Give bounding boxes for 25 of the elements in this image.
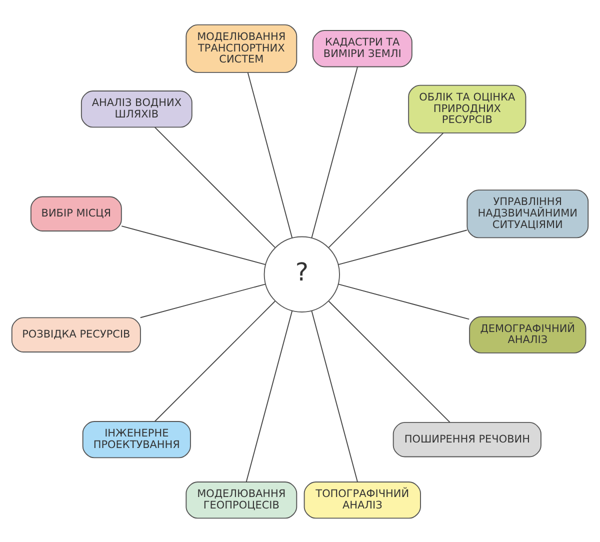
connector xyxy=(328,300,450,422)
connector xyxy=(140,283,266,318)
node-box: ТОПОГРАФІЧНИЙ АНАЛІЗ xyxy=(304,481,421,518)
connector xyxy=(338,283,470,320)
connector xyxy=(311,310,358,482)
node-box: ІНЖЕНЕРНЕ ПРОЕКТУВАННЯ xyxy=(82,420,191,458)
connector xyxy=(247,72,293,238)
connector xyxy=(154,300,276,422)
connector xyxy=(311,66,358,238)
node-box: МОДЕЛЮВАННЯ ГЕОПРОЦЕСІВ xyxy=(186,481,298,518)
node-box: КАДАСТРИ ТА ВИМІРИ ЗЕМЛІ xyxy=(312,30,412,67)
connector xyxy=(328,132,444,248)
connector xyxy=(121,225,266,265)
node-circle: ? xyxy=(264,236,340,312)
node-box: МОДЕЛЮВАННЯ ТРАНСПОРТНИХ СИСТЕМ xyxy=(186,24,298,72)
node-box: РОЗВІДКА РЕСУРСІВ xyxy=(11,316,141,352)
connector xyxy=(246,310,293,482)
node-box: ДЕМОГРАФІЧНИЙ АНАЛІЗ xyxy=(469,316,586,353)
connector xyxy=(338,229,468,265)
node-box: ПОШИРЕННЯ РЕЧОВИН xyxy=(392,421,542,457)
node-box: АНАЛІЗ ВОДНИХ ШЛЯХІВ xyxy=(80,90,192,128)
node-box: ВИБІР МІСЦЯ xyxy=(30,196,122,231)
node-box: УПРАВЛІННЯ НАДЗВИЧАЙНИМИ СИТУАЦІЯМИ xyxy=(466,189,589,238)
node-box: ОБЛІК ТА ОЦІНКА ПРИРОДНИХ РЕСУРСІВ xyxy=(408,84,526,133)
connector xyxy=(154,126,276,248)
